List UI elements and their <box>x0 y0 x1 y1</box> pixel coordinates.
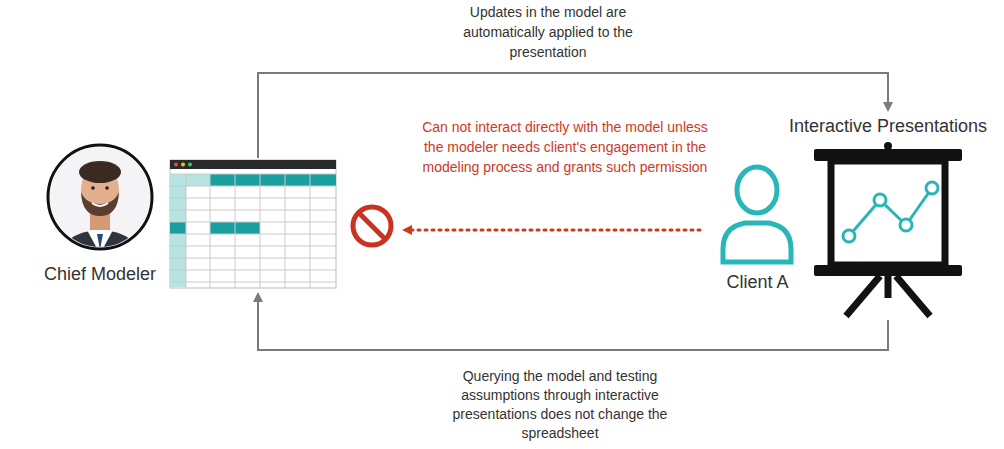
illustration-part <box>926 182 938 194</box>
illustration-part <box>174 163 178 167</box>
illustration-part <box>896 276 930 316</box>
illustration-part <box>359 213 385 239</box>
illustration-part <box>170 210 336 211</box>
illustration-part <box>353 207 391 245</box>
modeler-node: Chief Modeler <box>30 158 402 292</box>
illustration-part <box>235 174 236 288</box>
spreadsheet-icon <box>170 160 336 288</box>
illustration-part <box>87 230 113 254</box>
connector <box>253 292 888 350</box>
illustration-part <box>170 222 186 234</box>
illustration-part <box>170 174 336 288</box>
illustration-part <box>310 174 311 288</box>
illustration-part <box>849 188 932 236</box>
illustration-part <box>210 174 336 186</box>
illustration-part <box>900 219 912 231</box>
illustration-part <box>260 174 261 288</box>
illustration-part <box>170 174 336 175</box>
client-node: Client A <box>700 160 815 300</box>
illustration-part <box>814 265 962 276</box>
node-label: Interactive Presentations <box>789 116 987 138</box>
prohibited-icon <box>353 207 391 245</box>
illustration-part <box>831 161 945 265</box>
illustration-part <box>170 160 336 288</box>
edge-label: Updates in the model are automatically a… <box>443 2 653 62</box>
illustration-part <box>188 163 192 167</box>
client-icon <box>723 167 791 262</box>
edge-label: Can not interact directly with the model… <box>420 117 710 177</box>
projector-screen <box>814 142 962 316</box>
illustration-part <box>91 186 95 190</box>
illustration-part <box>81 192 119 216</box>
node-label: Chief Modeler <box>44 264 156 286</box>
illustration-part <box>884 142 892 150</box>
connector-line <box>258 302 888 350</box>
arrow-head <box>883 102 893 112</box>
illustration-part <box>170 282 336 283</box>
illustration-part <box>723 223 791 262</box>
arrow-head <box>253 292 263 302</box>
illustration-part <box>170 258 336 259</box>
illustration-part <box>181 163 185 167</box>
node-label: Client A <box>726 272 788 294</box>
illustration-part <box>186 174 187 288</box>
illustration-part <box>170 198 336 199</box>
illustration-part <box>79 161 121 183</box>
illustration-part <box>874 194 886 206</box>
arrow-head <box>402 225 412 235</box>
illustration-part <box>170 186 336 187</box>
illustration-part <box>97 234 103 250</box>
illustration-part <box>170 270 336 271</box>
illustration-part <box>105 186 109 190</box>
presentation-node: Interactive Presentations <box>772 112 1000 320</box>
illustration-part <box>170 222 336 223</box>
illustration-part <box>186 174 210 186</box>
illustration-part <box>170 160 336 169</box>
illustration-part <box>210 174 211 288</box>
illustration-part <box>843 230 855 242</box>
connector-line <box>412 229 700 232</box>
illustration-part <box>737 167 777 213</box>
illustration-part <box>92 203 108 206</box>
illustration-part <box>170 234 336 235</box>
connector <box>402 225 700 235</box>
illustration-part <box>285 174 286 288</box>
illustration-part <box>846 276 880 316</box>
illustration-part <box>170 246 336 247</box>
illustration-part <box>885 276 892 298</box>
edge-label: Querying the model and testing assumptio… <box>425 367 695 443</box>
